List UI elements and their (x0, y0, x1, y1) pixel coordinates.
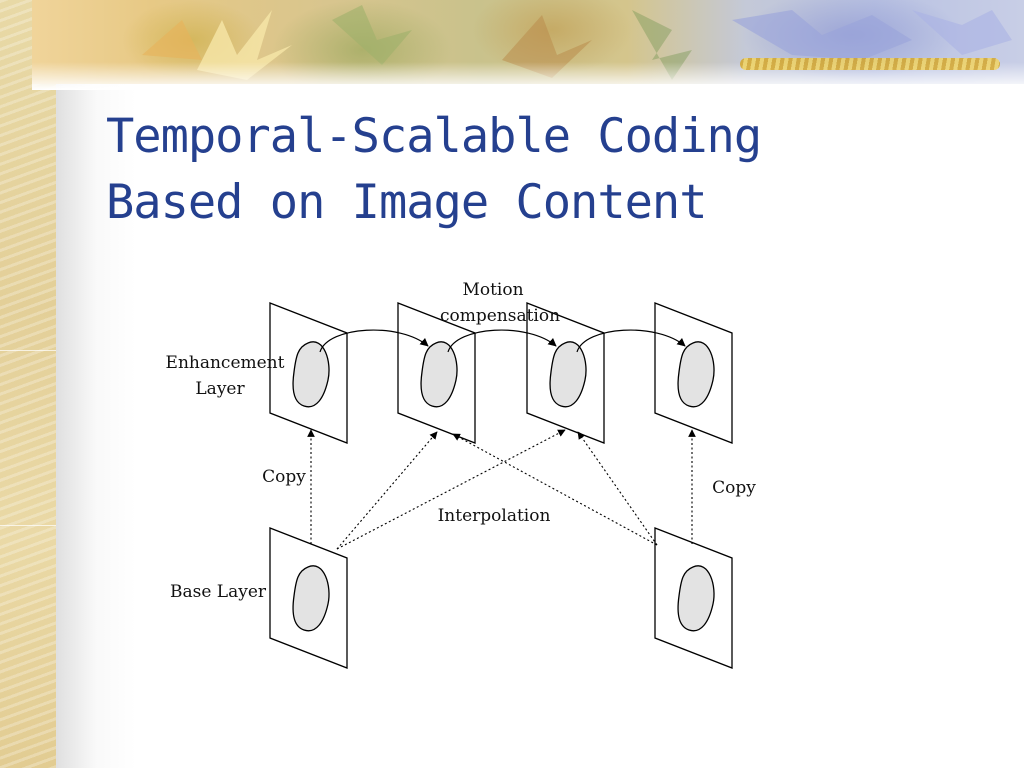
copy-label-right: Copy (712, 478, 756, 498)
copy-label-left: Copy (262, 467, 306, 487)
left-strip-shadow (56, 0, 136, 768)
interpolation-label: Interpolation (438, 506, 551, 526)
title-line-1: Temporal-Scalable Coding (106, 109, 762, 164)
slide-title: Temporal-Scalable Coding Based on Image … (106, 104, 966, 236)
motion-label-line1: Motion (462, 280, 523, 300)
enhancement-label-line2: Layer (195, 379, 245, 399)
enhancement-frame-3 (526, 302, 605, 444)
motion-label-line2: compensation (440, 306, 560, 326)
enhancement-frame-2 (397, 302, 476, 444)
base-frame-2 (654, 527, 733, 669)
motion-arrow-1 (319, 329, 429, 353)
interpolation-arrow-4 (577, 431, 658, 546)
object-blob (420, 341, 458, 408)
enhancement-frame-4 (654, 302, 733, 444)
gold-leaf-decoration (740, 58, 1000, 70)
interpolation-arrow-1 (336, 431, 438, 550)
interpolation-arrow-3 (452, 433, 658, 546)
enhancement-label-line1: Enhancement (166, 353, 285, 373)
motion-arrow-3 (576, 329, 686, 353)
object-blob (549, 341, 587, 408)
object-blob (292, 341, 330, 408)
object-blob (677, 565, 715, 632)
object-blob (292, 565, 330, 632)
title-line-2: Based on Image Content (106, 175, 708, 230)
interpolation-arrow-2 (336, 429, 566, 550)
base-frame-1 (269, 527, 348, 669)
decorative-left-strip (0, 0, 56, 768)
enhancement-frame-1 (269, 302, 348, 444)
object-blob (677, 341, 715, 408)
motion-arrow-2 (447, 329, 557, 353)
base-layer-label: Base Layer (170, 582, 267, 602)
